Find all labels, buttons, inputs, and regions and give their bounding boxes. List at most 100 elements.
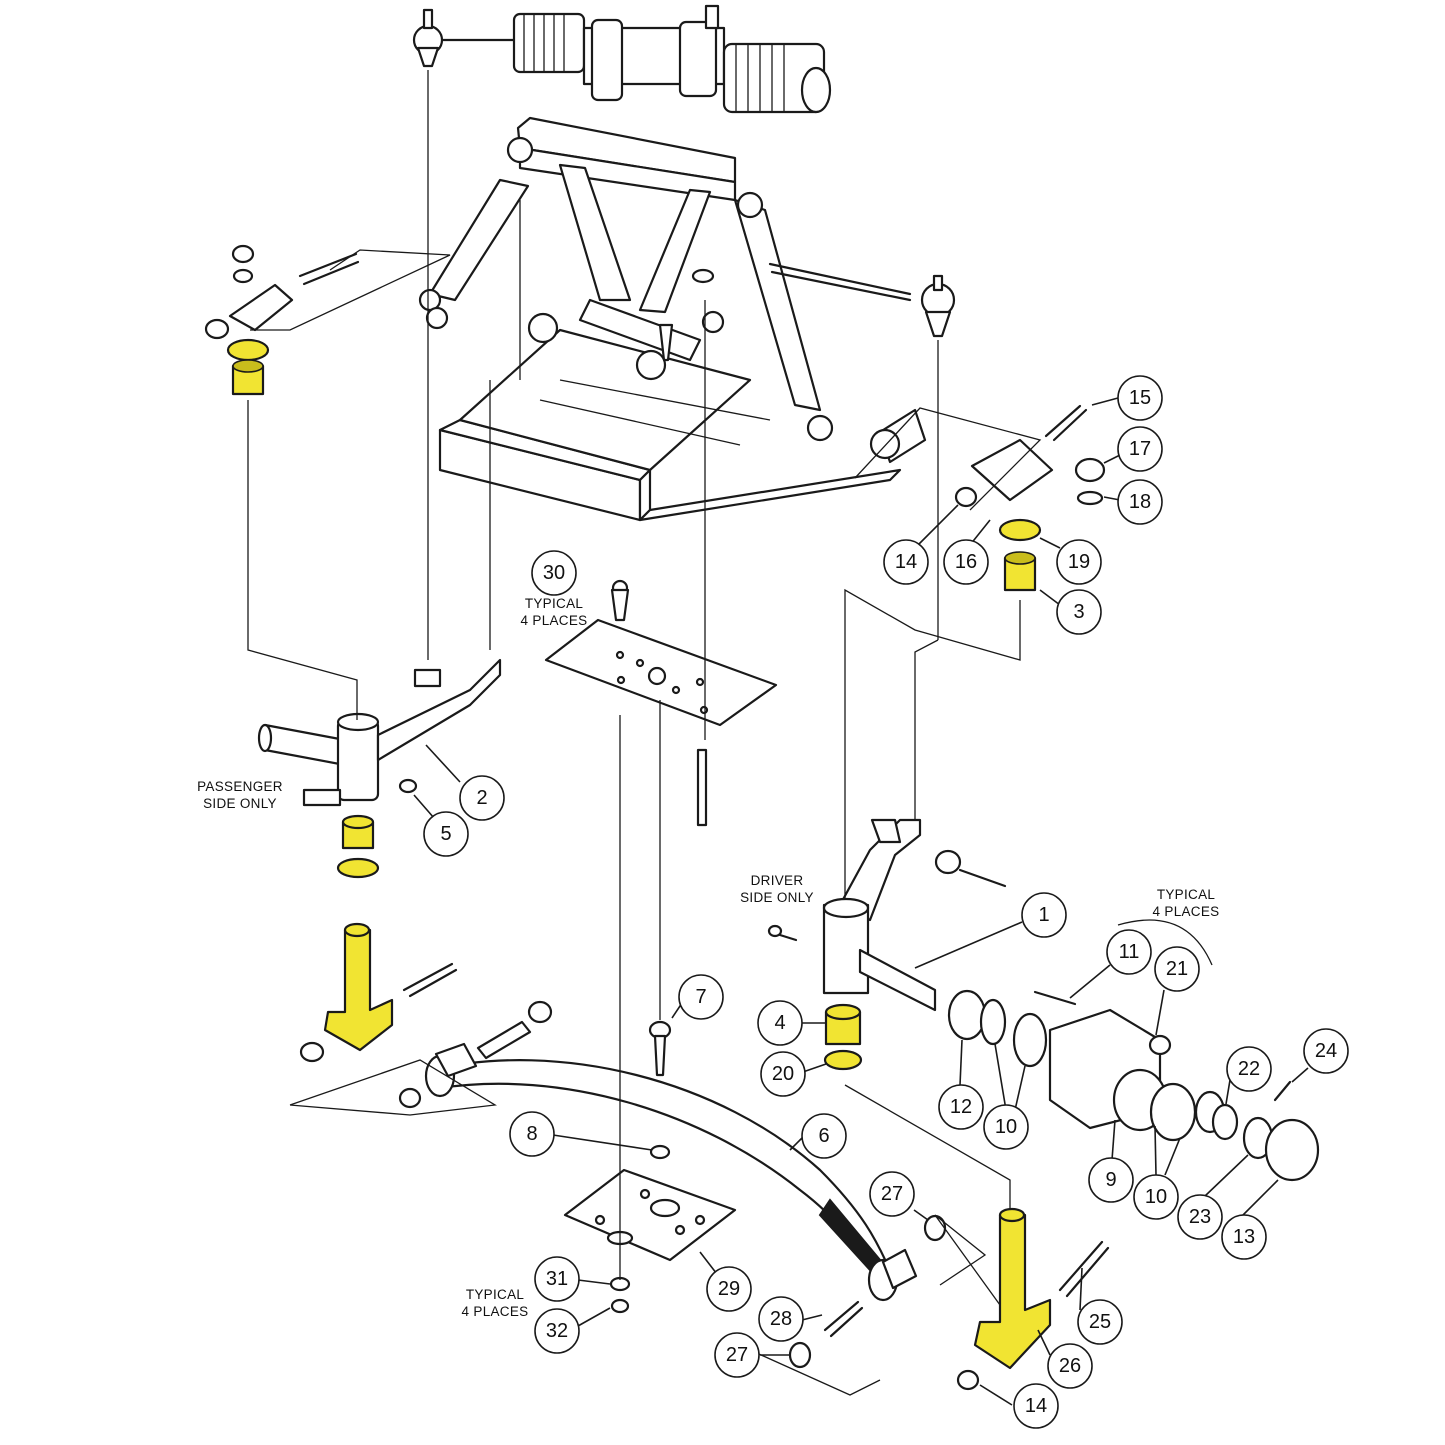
tie-rod (768, 262, 956, 338)
callout-28-label: 28 (770, 1308, 792, 1330)
callout-20-label: 20 (772, 1063, 794, 1085)
callout-27-lower-label: 27 (726, 1344, 748, 1366)
note-passenger-side: PASSENGER SIDE ONLY (197, 779, 283, 811)
callout-25-label: 25 (1089, 1311, 1111, 1333)
callout-11-label: 11 (1119, 941, 1140, 963)
callout-29-label: 29 (718, 1278, 740, 1300)
passenger-spindle-arm (257, 658, 502, 807)
driver-lower-spindle (788, 1207, 1110, 1391)
callout-17-label: 17 (1129, 438, 1151, 460)
callout-4: 4 (757, 1000, 803, 1046)
passenger-spindle (299, 922, 458, 1063)
callout-7-label: 7 (695, 986, 706, 1008)
callout-6-label: 6 (818, 1125, 829, 1147)
callout-1-label: 1 (1038, 904, 1049, 926)
driver-spindle-arm (767, 818, 1007, 1012)
front-frame (438, 116, 902, 522)
callout-32: 32 (534, 1308, 580, 1354)
callout-14-lower: 14 (1013, 1383, 1059, 1429)
upper-plate (544, 323, 778, 827)
note-driver-side: DRIVER SIDE ONLY (740, 873, 814, 905)
callout-14-upper: 14 (883, 539, 929, 585)
callout-9-label: 9 (1105, 1169, 1116, 1191)
passenger-kingpin-bushings (336, 814, 380, 879)
note-typical-30-line1: TYPICAL (525, 596, 584, 611)
note-typical-31: TYPICAL 4 PLACES (462, 1287, 529, 1319)
callout-8-label: 8 (526, 1123, 537, 1145)
callout-16-label: 16 (955, 551, 977, 573)
note-typical-31-line2: 4 PLACES (462, 1304, 529, 1319)
guide-lines (247, 70, 1042, 1396)
callout-29: 29 (706, 1266, 752, 1312)
callout-13: 13 (1221, 1214, 1267, 1260)
callout-30-label: 30 (543, 562, 565, 584)
callout-31: 31 (534, 1256, 580, 1302)
note-typical-30: TYPICAL 4 PLACES (521, 596, 588, 628)
callout-8: 8 (509, 1111, 555, 1157)
callout-6: 6 (801, 1113, 847, 1159)
callout-22: 22 (1226, 1046, 1272, 1092)
leaf-spring (398, 1000, 918, 1302)
callout-9: 9 (1088, 1157, 1134, 1203)
callout-5-label: 5 (440, 823, 451, 845)
callout-12: 12 (938, 1084, 984, 1130)
callout-11: 11 (1106, 929, 1152, 975)
note-typical-hub: TYPICAL 4 PLACES (1117, 887, 1220, 966)
callout-18: 18 (1117, 479, 1163, 525)
callout-2: 2 (459, 775, 505, 821)
callout-24-label: 24 (1315, 1040, 1337, 1062)
note-typical-hub-line1: TYPICAL (1157, 887, 1216, 902)
callout-20: 20 (760, 1051, 806, 1097)
note-typical-31-line1: TYPICAL (466, 1287, 525, 1302)
note-passenger-line1: PASSENGER (197, 779, 283, 794)
callout-10-lower: 10 (1133, 1174, 1179, 1220)
shock-absorbers (418, 136, 834, 442)
callout-3-label: 3 (1073, 601, 1084, 623)
callout-28: 28 (758, 1296, 804, 1342)
lower-plate (563, 1144, 737, 1314)
callout-13-label: 13 (1233, 1226, 1255, 1248)
steering-gear-assembly (412, 4, 832, 114)
callout-27-upper-label: 27 (881, 1183, 903, 1205)
callout-16: 16 (943, 539, 989, 585)
callout-4-label: 4 (774, 1012, 785, 1034)
note-passenger-line2: SIDE ONLY (203, 796, 277, 811)
callout-26-label: 26 (1059, 1355, 1081, 1377)
hub-assembly (947, 989, 1320, 1182)
note-typical-30-line2: 4 PLACES (521, 613, 588, 628)
callout-22-label: 22 (1238, 1058, 1260, 1080)
callout-30: 30 (531, 550, 577, 596)
driver-kingpin-bushings (823, 1003, 863, 1071)
callout-32-label: 32 (546, 1320, 568, 1342)
note-driver-line2: SIDE ONLY (740, 890, 814, 905)
callout-23: 23 (1177, 1194, 1223, 1240)
left-upper-bracket (204, 244, 360, 396)
callout-19-label: 19 (1068, 551, 1090, 573)
callout-25: 25 (1077, 1299, 1123, 1345)
callout-2-label: 2 (476, 787, 487, 809)
callout-1: 1 (1021, 892, 1067, 938)
right-upper-bracket (954, 404, 1106, 592)
callout-10-upper: 10 (983, 1104, 1029, 1150)
callout-17: 17 (1117, 426, 1163, 472)
note-typical-hub-line2: 4 PLACES (1153, 904, 1220, 919)
callout-15: 15 (1117, 375, 1163, 421)
callout-10-upper-label: 10 (995, 1116, 1017, 1138)
callout-5: 5 (423, 811, 469, 857)
callout-27-lower: 27 (714, 1332, 760, 1378)
callout-18-label: 18 (1129, 491, 1151, 513)
callout-14-lower-label: 14 (1025, 1395, 1047, 1417)
callout-3: 3 (1056, 589, 1102, 635)
frame-bushing-right (869, 408, 927, 464)
callout-21-label: 21 (1166, 958, 1188, 980)
callout-26: 26 (1047, 1343, 1093, 1389)
callout-23-label: 23 (1189, 1206, 1211, 1228)
callout-12-label: 12 (950, 1096, 972, 1118)
callout-24: 24 (1303, 1028, 1349, 1074)
callout-31-label: 31 (546, 1268, 568, 1290)
note-driver-line1: DRIVER (751, 873, 804, 888)
leader-lines (413, 397, 1309, 1406)
callout-10-lower-label: 10 (1145, 1186, 1167, 1208)
callout-21: 21 (1154, 946, 1200, 992)
